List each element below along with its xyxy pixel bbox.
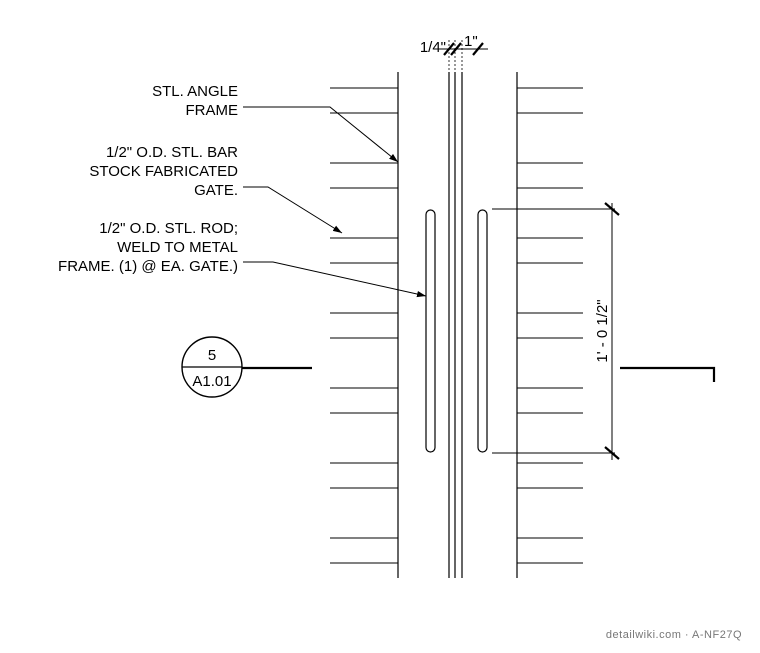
note-angle-frame: STL. ANGLE FRAME	[152, 83, 238, 119]
note-angle-frame-line-1: STL. ANGLE	[152, 83, 238, 100]
leader-bar-stock	[243, 186, 343, 234]
leader-rod	[243, 261, 427, 298]
section-sheet: A1.01	[192, 373, 231, 390]
top-gap-dimension	[440, 40, 488, 72]
note-rod-line-3: FRAME. (1) @ EA. GATE.)	[58, 258, 238, 275]
leader-angle-frame	[243, 106, 399, 163]
right-gate-bar-stock	[517, 87, 583, 564]
note-rod: 1/2" O.D. STL. ROD; WELD TO METAL FRAME.…	[58, 220, 238, 275]
left-rod	[425, 209, 436, 453]
section-number: 5	[208, 347, 216, 364]
note-bar-stock-gate: 1/2" O.D. STL. BAR STOCK FABRICATED GATE…	[89, 144, 238, 199]
note-bar-stock-line-3: GATE.	[194, 182, 238, 199]
rod-length-dimension	[492, 202, 620, 460]
section-cut-line	[242, 366, 716, 382]
dim-quarter-inch: 1/4"	[420, 39, 446, 56]
dim-one-inch: 1"	[464, 33, 478, 50]
leaders	[243, 106, 427, 298]
section-marker: 5 A1.01	[181, 336, 243, 398]
note-rod-line-2: WELD TO METAL	[117, 239, 238, 256]
dim-rod-length: 1' - 0 1/2"	[594, 299, 611, 362]
angle-frame	[397, 72, 518, 578]
watermark: detailwiki.com · A-NF27Q	[606, 629, 742, 641]
right-rod	[477, 209, 488, 453]
note-angle-frame-line-2: FRAME	[186, 102, 239, 119]
note-bar-stock-line-2: STOCK FABRICATED	[89, 163, 238, 180]
note-rod-line-1: 1/2" O.D. STL. ROD;	[99, 220, 238, 237]
note-bar-stock-line-1: 1/2" O.D. STL. BAR	[106, 144, 238, 161]
left-gate-bar-stock	[330, 87, 398, 564]
